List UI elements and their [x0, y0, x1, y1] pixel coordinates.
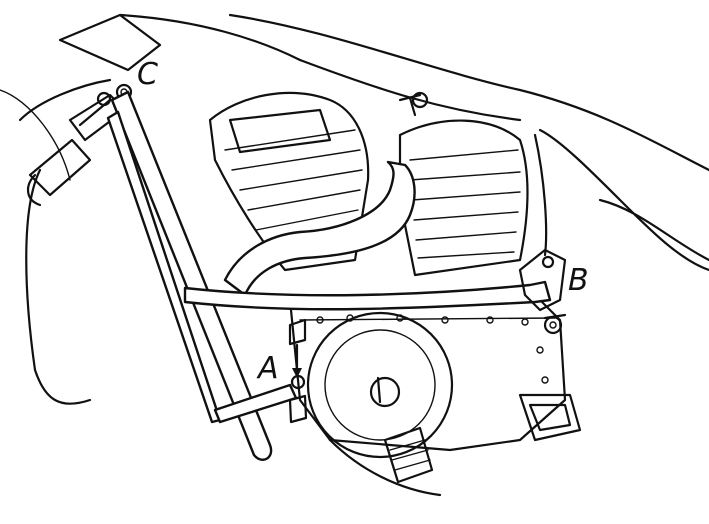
- mounting-bolt-c: [78, 83, 133, 127]
- motorcycle-frame-outline: [0, 13, 709, 405]
- callout-b: B: [568, 263, 589, 298]
- exhaust-pipe: [223, 160, 416, 297]
- crankcase: [288, 298, 582, 459]
- callout-c: C: [137, 57, 158, 92]
- mounting-point-a: [288, 318, 308, 424]
- crash-bar: [106, 90, 552, 461]
- callout-a: A: [256, 351, 279, 386]
- foot-peg: [328, 426, 442, 497]
- mounting-bracket-b: [518, 248, 567, 335]
- front-fork: [27, 93, 127, 207]
